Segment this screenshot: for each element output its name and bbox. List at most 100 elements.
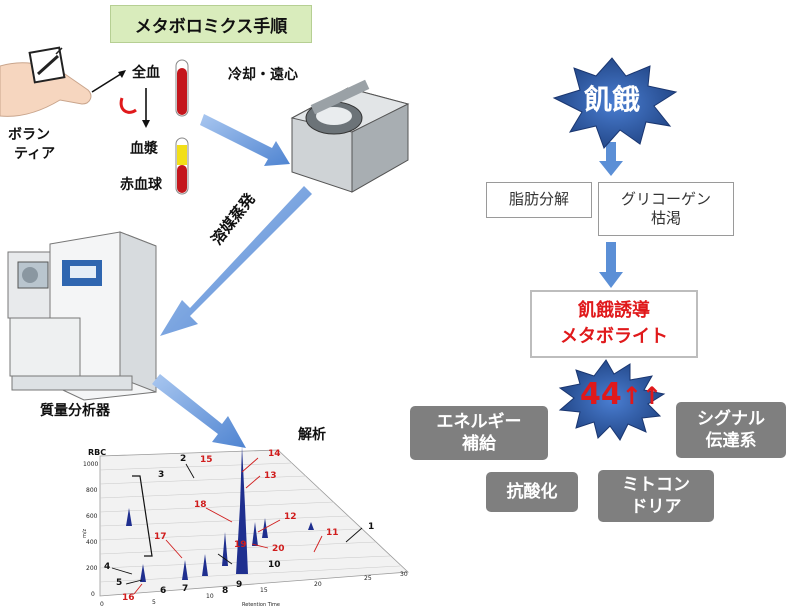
whole-blood-label: 全血 bbox=[132, 65, 160, 81]
x-tick-15: 15 bbox=[260, 587, 268, 594]
chart-label-10: 10 bbox=[268, 560, 281, 570]
arrow-to-whole-blood bbox=[91, 70, 126, 93]
chart-label-1: 1 bbox=[368, 522, 375, 532]
arrow-starvation-down bbox=[599, 142, 623, 176]
chart-label-2: 2 bbox=[180, 454, 187, 464]
chart-plane bbox=[99, 449, 409, 597]
x-tick-25: 25 bbox=[364, 575, 372, 582]
chart-label-4: 4 bbox=[104, 562, 111, 572]
chart-rbc-label: RBC bbox=[88, 448, 107, 457]
chromatogram-chart: 1000 800 600 400 200 0 m/z 0 5 10 15 20 … bbox=[82, 446, 414, 612]
mass-spectrometer-illustration bbox=[7, 231, 157, 401]
chart-label-6: 6 bbox=[160, 586, 167, 596]
chart-bracket bbox=[132, 475, 153, 557]
fat-breakdown-label: 脂肪分解 bbox=[508, 190, 569, 209]
mitochondria-box: ミトコン ドリア bbox=[598, 470, 714, 522]
chart-label-11: 11 bbox=[326, 528, 339, 538]
y-tick-800: 800 bbox=[86, 487, 98, 494]
y-tick-200: 200 bbox=[86, 565, 98, 572]
arrow-to-chart bbox=[152, 374, 246, 448]
chart-peak-c bbox=[182, 560, 188, 580]
mass-spec-label: 質量分析器 bbox=[40, 403, 110, 419]
chart-label-17: 17 bbox=[154, 532, 167, 542]
count-label: 44↑↑ bbox=[580, 377, 662, 412]
arrow-to-plasma bbox=[142, 88, 150, 128]
volunteer-label-line1: ボラン bbox=[8, 127, 50, 143]
syringe-icon bbox=[28, 46, 66, 84]
chromatogram-svg: 1000 800 600 400 200 0 m/z 0 5 10 15 20 … bbox=[82, 446, 409, 608]
mitochondria-label-line2: ドリア bbox=[630, 497, 682, 517]
energy-box: エネルギー 補給 bbox=[410, 406, 548, 460]
chart-peak-f bbox=[252, 522, 258, 546]
arrow-depletion-down bbox=[599, 242, 623, 288]
mitochondria-label-line1: ミトコン bbox=[622, 474, 690, 495]
x-tick-0: 0 bbox=[100, 601, 104, 608]
induced-label-line1: 飢餓誘導 bbox=[578, 299, 650, 321]
chart-trace-lines bbox=[99, 462, 401, 583]
x-tick-30: 30 bbox=[400, 571, 408, 578]
y-tick-400: 400 bbox=[86, 539, 98, 546]
energy-label-line2: 補給 bbox=[462, 434, 496, 454]
whole-blood-tube bbox=[175, 59, 189, 117]
chart-label-15: 15 bbox=[200, 455, 213, 465]
starvation-label: 飢餓 bbox=[583, 83, 640, 116]
volunteer-label-line2: ティア bbox=[14, 145, 56, 162]
analysis-label: 解析 bbox=[298, 427, 326, 443]
chart-peak-main bbox=[236, 446, 248, 574]
chart-x-axis: 0 5 10 15 20 25 30 Retention Time bbox=[100, 571, 408, 608]
chart-label-19: 19 bbox=[234, 540, 247, 550]
signal-label-line2: 伝達系 bbox=[705, 431, 757, 451]
y-axis-label: m/z bbox=[82, 528, 88, 538]
count-number: 44 bbox=[580, 377, 622, 412]
y-tick-600: 600 bbox=[86, 513, 98, 520]
glycogen-label-line1: グリコーゲン bbox=[620, 189, 711, 208]
signal-label-line1: シグナル bbox=[697, 408, 765, 429]
chart-peak-e bbox=[126, 508, 132, 526]
procedure-title: メタボロミクス手順 bbox=[110, 5, 312, 43]
chart-label-9: 9 bbox=[236, 580, 243, 590]
chart-peak-h bbox=[308, 522, 314, 530]
volunteer-label: ボラン ティア bbox=[8, 126, 55, 164]
glycogen-label-line2: 枯渇 bbox=[650, 209, 681, 227]
count-arrows: ↑↑ bbox=[621, 382, 662, 410]
chart-label-16: 16 bbox=[122, 593, 135, 603]
starvation-star bbox=[552, 57, 678, 149]
energy-label-line1: エネルギー bbox=[436, 411, 522, 432]
x-axis-label: Retention Time bbox=[242, 602, 280, 608]
chart-leader-lines bbox=[111, 457, 363, 595]
cool-centrifuge-label: 冷却・遠心 bbox=[228, 67, 298, 83]
chart-label-7: 7 bbox=[182, 584, 189, 594]
chart-peak-b bbox=[202, 554, 208, 576]
rbc-label: 赤血球 bbox=[120, 177, 162, 193]
x-tick-20: 20 bbox=[314, 581, 322, 588]
fat-breakdown-box: 脂肪分解 bbox=[486, 182, 592, 218]
chart-label-8: 8 bbox=[222, 586, 229, 596]
glycogen-box: グリコーゲン 枯渇 bbox=[598, 182, 734, 236]
chart-label-20: 20 bbox=[272, 544, 285, 554]
induced-metabolite-box: 飢餓誘導 メタボライト bbox=[530, 290, 698, 358]
signal-box: シグナル 伝達系 bbox=[676, 402, 786, 458]
antioxidant-label: 抗酸化 bbox=[506, 481, 558, 502]
chart-y-axis: 1000 800 600 400 200 0 m/z bbox=[82, 461, 98, 598]
chart-label-18: 18 bbox=[194, 500, 207, 510]
spin-icon bbox=[119, 97, 137, 114]
chart-label-12: 12 bbox=[284, 512, 297, 522]
plasma-label: 血漿 bbox=[130, 141, 158, 157]
arrow-to-centrifuge bbox=[200, 114, 290, 166]
y-tick-0: 0 bbox=[91, 591, 95, 598]
count-burst bbox=[558, 359, 666, 441]
chart-label-3: 3 bbox=[158, 470, 165, 480]
centrifuge-illustration bbox=[290, 79, 410, 193]
chart-label-5: 5 bbox=[116, 578, 123, 588]
separated-blood-tube bbox=[175, 137, 189, 195]
arrow-to-mass-spec bbox=[160, 186, 312, 336]
antioxidant-box: 抗酸化 bbox=[486, 472, 578, 512]
chart-label-13: 13 bbox=[264, 471, 277, 481]
chart-label-14: 14 bbox=[268, 449, 281, 459]
chart-peak-d bbox=[140, 564, 146, 582]
y-tick-1000: 1000 bbox=[83, 461, 98, 468]
x-tick-5: 5 bbox=[152, 599, 156, 606]
induced-label-line2: メタボライト bbox=[560, 326, 668, 347]
x-tick-10: 10 bbox=[206, 593, 214, 600]
